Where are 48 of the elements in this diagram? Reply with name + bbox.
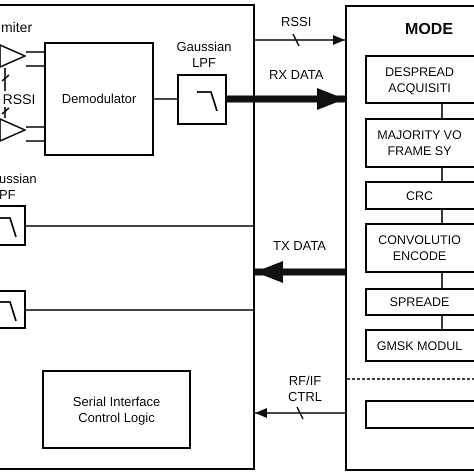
connector-line bbox=[441, 210, 443, 223]
block-box bbox=[365, 329, 474, 362]
block-box bbox=[365, 118, 474, 168]
amplifier-triangle bbox=[0, 44, 26, 68]
connector-line bbox=[26, 51, 44, 53]
edge-label: TX DATA bbox=[272, 238, 327, 253]
module-title: MODE bbox=[405, 22, 454, 38]
amplifier-triangle bbox=[0, 118, 26, 142]
block-box bbox=[365, 400, 474, 429]
block-box bbox=[0, 4, 255, 470]
block-box bbox=[365, 55, 474, 104]
connector-line bbox=[441, 273, 443, 288]
edge-label: RSSI bbox=[280, 14, 312, 29]
block-label: Serial Interface Control Logic bbox=[72, 394, 162, 426]
connector-line bbox=[26, 65, 44, 67]
module-box bbox=[345, 5, 474, 471]
arrow bbox=[255, 261, 345, 283]
block-box bbox=[365, 223, 474, 273]
arrow bbox=[227, 88, 345, 110]
block-label: Demodulator bbox=[60, 91, 138, 107]
block-label: CONVOLUTIO ENCODE bbox=[377, 232, 462, 264]
block-label: CRC bbox=[404, 188, 434, 204]
block-box bbox=[365, 181, 474, 210]
block-box bbox=[44, 42, 154, 156]
component-label: miter bbox=[0, 20, 34, 35]
block-label: SPREADE bbox=[388, 294, 450, 310]
block-label: GMSK MODUL bbox=[376, 338, 464, 354]
connector-line bbox=[441, 316, 443, 329]
block-label: ussian PF bbox=[0, 171, 38, 203]
signal-label: RSSI bbox=[2, 91, 36, 107]
connector-line bbox=[154, 98, 177, 100]
arrow bbox=[255, 408, 345, 418]
block-box bbox=[365, 288, 474, 316]
filter-box bbox=[0, 290, 26, 329]
connector-line bbox=[26, 140, 44, 142]
connector-line bbox=[26, 225, 255, 227]
block-label: DESPREAD ACQUISITI bbox=[384, 64, 455, 96]
block-label: Gaussian LPF bbox=[176, 39, 232, 71]
connector-line bbox=[441, 104, 443, 118]
connector-line bbox=[26, 309, 255, 311]
arrow bbox=[255, 35, 345, 45]
connector-line bbox=[26, 126, 44, 128]
connector-line bbox=[4, 68, 6, 91]
connector-line bbox=[4, 107, 6, 118]
connector-line bbox=[441, 168, 443, 181]
block-box bbox=[42, 370, 191, 449]
edge-label: RX DATA bbox=[268, 67, 324, 82]
block-label: MAJORITY VO FRAME SY bbox=[376, 127, 463, 159]
